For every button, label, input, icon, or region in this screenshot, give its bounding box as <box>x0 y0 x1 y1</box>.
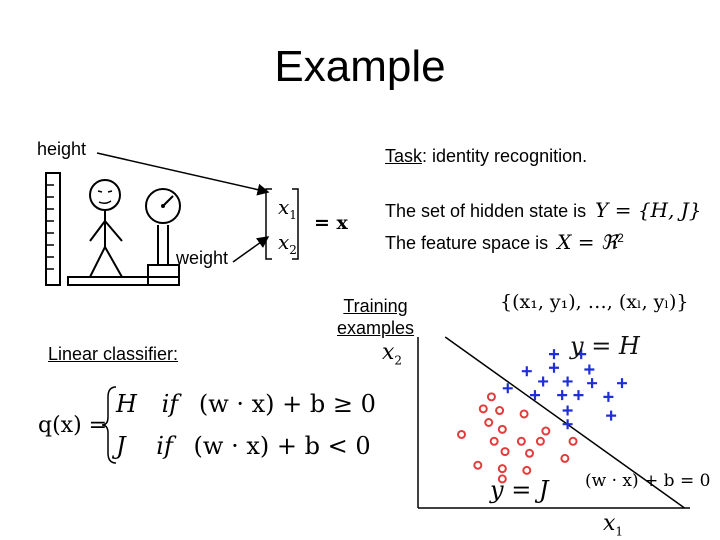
decision-boundary-line <box>444 336 685 509</box>
linear-classifier-label: Linear classifier: <box>48 344 179 364</box>
plus-point <box>538 376 549 387</box>
feature-space-text: The feature space is X = ℜ2 <box>385 230 624 254</box>
circle-point <box>500 447 510 457</box>
height-arrow <box>96 152 270 196</box>
training-examples-label: Training examples <box>337 296 415 338</box>
height-label: height <box>37 139 87 159</box>
class-h-label: y = H <box>570 332 640 360</box>
circle-point <box>457 429 467 439</box>
plus-point <box>573 390 584 401</box>
circle-point <box>522 465 532 475</box>
task-text: Task: identity recognition. <box>385 146 588 166</box>
circle-point <box>535 436 545 446</box>
circle-point <box>560 453 570 463</box>
feature-x2: x2 <box>278 230 297 257</box>
circle-point <box>525 448 535 458</box>
feature-x1: x1 <box>278 195 297 222</box>
plus-point <box>557 390 568 401</box>
hidden-state-text: The set of hidden state is Y = {H, J} <box>385 198 702 222</box>
plus-point <box>584 364 595 375</box>
circle-point <box>478 404 488 414</box>
plus-point <box>549 362 559 373</box>
weight-arrow <box>232 236 270 263</box>
circle-point <box>568 436 578 446</box>
plus-point <box>617 378 627 389</box>
plus-point <box>576 349 587 360</box>
feature-vector-brackets <box>265 188 299 260</box>
person-illustration <box>45 172 181 286</box>
plus-point <box>549 349 559 360</box>
classifier-case-2: J if (w · x) + b < 0 <box>116 432 371 460</box>
scale-dial-icon <box>145 188 181 224</box>
plus-point <box>562 376 573 387</box>
plus-point <box>521 366 532 377</box>
classifier-case-1: H if (w · x) + b ≥ 0 <box>116 390 376 418</box>
classifier-brace <box>101 386 117 464</box>
circle-point <box>541 426 551 436</box>
class-j-label: y = J <box>490 476 549 504</box>
plus-point <box>529 390 540 401</box>
training-set-formula: {(x₁, y₁), …, (xₗ, yₗ)} <box>500 291 689 313</box>
circle-point <box>497 474 507 484</box>
decision-boundary-label: (w · x) + b = 0 <box>585 471 711 491</box>
circle-point <box>497 424 507 434</box>
plus-point <box>502 383 513 394</box>
plus-point <box>587 378 598 389</box>
slide-title: Example <box>274 42 446 91</box>
plus-point <box>562 419 573 430</box>
circle-point <box>497 464 507 474</box>
feature-equals-x: = x <box>314 212 348 234</box>
ruler-icon <box>45 172 61 286</box>
plus-point <box>603 391 614 402</box>
weight-label: weight <box>176 248 229 268</box>
circle-point <box>484 418 494 427</box>
circle-point <box>495 406 505 416</box>
circle-point <box>519 409 529 419</box>
circle-point <box>489 436 499 446</box>
plus-point <box>562 405 573 416</box>
plus-point <box>606 410 617 421</box>
circle-point <box>486 392 496 402</box>
axis-y-label: x2 <box>382 340 403 368</box>
circle-point <box>516 436 526 446</box>
classifier-lhs: q(x) = <box>38 413 108 438</box>
axis-x-label: x1 <box>603 511 624 539</box>
circle-point <box>473 460 483 470</box>
